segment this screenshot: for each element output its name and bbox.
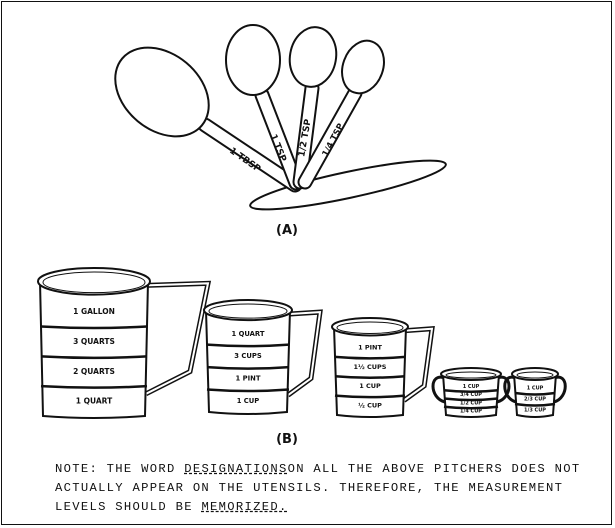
spoon-handle-fill bbox=[199, 119, 301, 191]
level-label: 1 QUART bbox=[231, 330, 264, 338]
pitcher-handle-inner bbox=[287, 311, 322, 397]
pitcher-gallon: 1 GALLON 3 QUARTS 2 QUARTS 1 QUART bbox=[37, 267, 212, 419]
spoon-bowl bbox=[341, 39, 385, 95]
level-label: 1/3 CUP bbox=[524, 407, 546, 413]
level-label: 1/2 CUP bbox=[460, 400, 482, 406]
level-band bbox=[334, 374, 406, 379]
spoon-bowl bbox=[225, 24, 281, 96]
cup-handle-left bbox=[431, 375, 446, 404]
spoon-handle-fill bbox=[256, 89, 302, 189]
spoon: 1/4 TSP bbox=[297, 39, 385, 190]
pitcher-cup-thirds: 1 CUP 2/3 CUP 1/3 CUP bbox=[503, 367, 567, 418]
level-band bbox=[443, 405, 499, 410]
level-label: 1 CUP bbox=[527, 385, 544, 391]
pitcher-body bbox=[38, 280, 150, 419]
level-label: 2 QUARTS bbox=[73, 367, 115, 376]
figure-a-label: (A) bbox=[276, 223, 298, 238]
spoon-bowl bbox=[288, 26, 338, 88]
pitcher-opening bbox=[336, 321, 404, 334]
spoon: 1 TSP bbox=[225, 24, 304, 191]
level-label: 1 CUP bbox=[237, 397, 260, 405]
level-band bbox=[206, 388, 290, 393]
note-part-1: NOTE: THE WORD bbox=[55, 462, 185, 476]
level-band bbox=[443, 389, 499, 393]
level-label: 1 CUP bbox=[359, 382, 381, 390]
level-label: 1 PINT bbox=[236, 375, 261, 383]
level-band bbox=[514, 391, 556, 396]
level-label: 1 GALLON bbox=[73, 307, 115, 316]
spoon-handle-fill bbox=[294, 82, 318, 188]
pitcher-opening bbox=[445, 371, 497, 379]
pitcher-cup-quarters: 1 CUP 3/4 CUP 1/2 CUP 1/4 CUP bbox=[431, 367, 511, 418]
spoon: 1 TBSP bbox=[114, 46, 303, 193]
level-band bbox=[40, 355, 148, 360]
level-label: 1½ CUPS bbox=[353, 363, 386, 371]
level-label: 1 PINT bbox=[358, 343, 382, 351]
level-label: 1 CUP bbox=[463, 384, 480, 390]
spoon: 1/2 TSP bbox=[288, 26, 338, 190]
pitcher-pint: 1 PINT 1½ CUPS 1 CUP ½ CUP bbox=[331, 317, 435, 418]
measuring-pitchers: 1 GALLON 3 QUARTS 2 QUARTS 1 QUART 1 QUART 3 … bbox=[37, 267, 567, 419]
note-part-2: ON ALL THE ABOVE PITCHERS DOES NOT ACTUA… bbox=[55, 462, 581, 514]
level-band bbox=[40, 384, 148, 389]
level-band bbox=[443, 397, 499, 402]
figure-b-label: (B) bbox=[276, 432, 298, 447]
spoon-ring bbox=[249, 159, 447, 211]
spoon-handle-fill bbox=[299, 87, 361, 188]
level-band bbox=[514, 402, 556, 407]
note-text: NOTE: THE WORD DESIGNATIONSON ALL THE AB… bbox=[55, 460, 580, 517]
level-band bbox=[334, 355, 406, 360]
pitcher-opening bbox=[516, 371, 554, 379]
note-memorized: MEMORIZED. bbox=[201, 500, 288, 514]
level-label: 2/3 CUP bbox=[524, 396, 546, 402]
level-band bbox=[40, 325, 148, 330]
cup-handle-right bbox=[553, 375, 567, 404]
level-band bbox=[334, 394, 406, 399]
pitcher-body bbox=[332, 325, 408, 418]
level-band bbox=[206, 365, 290, 370]
pitcher-body bbox=[204, 309, 292, 415]
level-band bbox=[206, 343, 290, 348]
pitcher-body bbox=[441, 373, 501, 418]
note-designations: DESIGNATIONS bbox=[184, 462, 288, 476]
level-label: 3 CUPS bbox=[234, 352, 262, 360]
cup-handle-left bbox=[503, 375, 517, 404]
pitcher-opening bbox=[42, 271, 146, 294]
pitcher-quart: 1 QUART 3 CUPS 1 PINT 1 CUP bbox=[203, 299, 323, 415]
pitcher-handle-inner bbox=[403, 327, 434, 402]
cup-handle-right bbox=[496, 375, 511, 404]
level-label: ½ CUP bbox=[358, 402, 382, 410]
spoon-bowl bbox=[114, 46, 210, 138]
pitcher-opening bbox=[208, 303, 288, 319]
level-label: 1 QUART bbox=[76, 397, 113, 406]
level-label: 3 QUARTS bbox=[73, 337, 115, 346]
level-label: 3/4 CUP bbox=[460, 392, 482, 398]
level-label: 1/4 CUP bbox=[460, 409, 482, 415]
pitcher-handle-inner bbox=[145, 282, 210, 395]
